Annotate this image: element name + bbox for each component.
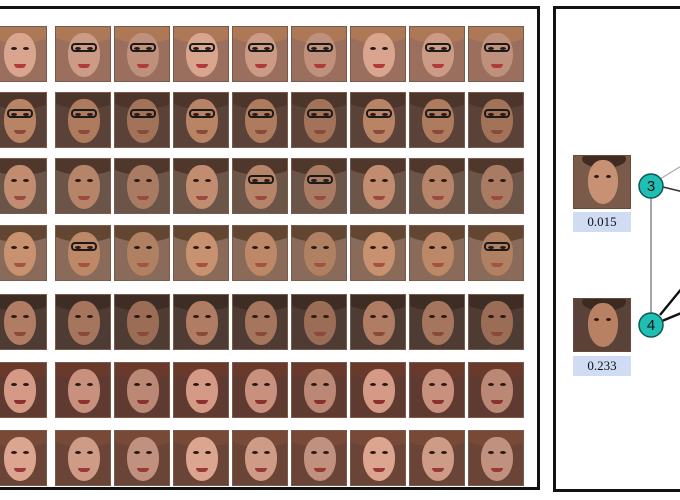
face-thumbnail xyxy=(173,430,229,486)
face-thumbnail xyxy=(173,92,229,148)
face-thumbnail xyxy=(468,294,524,350)
face-thumbnail xyxy=(468,26,524,82)
face-thumbnail xyxy=(350,158,406,214)
face-thumbnail xyxy=(291,225,347,281)
face-thumbnail xyxy=(55,158,111,214)
face-thumbnail xyxy=(114,158,170,214)
face-thumbnail xyxy=(0,430,47,486)
face-thumbnail xyxy=(0,294,47,350)
face-thumbnail xyxy=(291,430,347,486)
graph-node-4-label: 4 xyxy=(647,317,655,334)
node-4-face-eye xyxy=(594,318,599,321)
face-thumbnail xyxy=(291,158,347,214)
face-thumbnail xyxy=(350,362,406,418)
face-thumbnail xyxy=(0,92,47,148)
face-thumbnail xyxy=(55,26,111,82)
face-thumbnail xyxy=(350,430,406,486)
face-thumbnail xyxy=(409,158,465,214)
face-thumbnail xyxy=(468,430,524,486)
face-thumbnail xyxy=(232,362,288,418)
node-3-face-eye xyxy=(606,175,611,178)
graph-edge-3-out-b xyxy=(662,186,680,192)
node-4-face-skin xyxy=(588,303,618,347)
face-thumbnail xyxy=(0,225,47,281)
face-track-grid-panel xyxy=(0,6,540,490)
face-thumbnail xyxy=(468,92,524,148)
face-thumbnail xyxy=(409,362,465,418)
face-thumbnail xyxy=(173,294,229,350)
face-thumbnail xyxy=(55,225,111,281)
face-thumbnail xyxy=(350,294,406,350)
node-3-face-skin xyxy=(588,160,618,204)
face-thumbnail xyxy=(173,362,229,418)
node-4-face-eye xyxy=(606,318,611,321)
face-thumbnail xyxy=(114,294,170,350)
face-thumbnail xyxy=(114,430,170,486)
node-3-score: 0.015 xyxy=(573,212,631,232)
face-thumbnail xyxy=(55,294,111,350)
face-track-row xyxy=(0,362,529,420)
face-track-row xyxy=(0,430,529,488)
face-thumbnail xyxy=(409,225,465,281)
face-thumbnail xyxy=(232,225,288,281)
face-track-row xyxy=(0,92,529,150)
face-thumbnail xyxy=(173,158,229,214)
face-track-row xyxy=(0,294,529,352)
face-thumbnail xyxy=(173,26,229,82)
face-thumbnail xyxy=(55,92,111,148)
face-thumbnail xyxy=(468,158,524,214)
face-thumbnail xyxy=(0,26,47,82)
face-thumbnail xyxy=(291,26,347,82)
face-thumbnail xyxy=(114,26,170,82)
face-track-row xyxy=(0,225,529,283)
face-thumbnail xyxy=(232,430,288,486)
node-3-face-eye xyxy=(594,175,599,178)
face-thumbnail xyxy=(232,26,288,82)
face-thumbnail xyxy=(350,225,406,281)
face-thumbnail xyxy=(291,294,347,350)
node-4-score: 0.233 xyxy=(573,356,631,376)
face-thumbnail xyxy=(55,362,111,418)
face-thumbnail xyxy=(0,158,47,214)
face-thumbnail xyxy=(409,294,465,350)
cluster-graph-panel: 3 4 0.015 0.233 xyxy=(553,6,680,492)
graph-node-3[interactable]: 3 xyxy=(638,173,664,199)
face-thumbnail xyxy=(468,362,524,418)
graph-node-3-label: 3 xyxy=(647,178,655,195)
node-4-face-thumbnail xyxy=(573,298,631,352)
face-track-row xyxy=(0,26,529,84)
face-thumbnail xyxy=(232,158,288,214)
face-thumbnail xyxy=(232,294,288,350)
face-thumbnail xyxy=(114,362,170,418)
face-thumbnail xyxy=(0,362,47,418)
face-thumbnail xyxy=(114,92,170,148)
face-thumbnail xyxy=(173,225,229,281)
graph-node-4[interactable]: 4 xyxy=(638,312,664,338)
face-track-row xyxy=(0,158,529,216)
face-thumbnail xyxy=(55,430,111,486)
graph-edge-4-out-b xyxy=(661,312,680,323)
face-thumbnail xyxy=(468,225,524,281)
face-thumbnail xyxy=(409,92,465,148)
face-thumbnail xyxy=(350,26,406,82)
face-thumbnail xyxy=(409,26,465,82)
face-thumbnail xyxy=(409,430,465,486)
graph-edge-3-out-a xyxy=(659,166,680,180)
face-thumbnail xyxy=(291,92,347,148)
cluster-graph: 3 4 xyxy=(638,166,680,338)
node-3-face-thumbnail xyxy=(573,155,631,209)
face-thumbnail xyxy=(291,362,347,418)
face-thumbnail xyxy=(350,92,406,148)
face-thumbnail xyxy=(232,92,288,148)
graph-edge-4-out-a xyxy=(659,288,680,316)
face-thumbnail xyxy=(114,225,170,281)
